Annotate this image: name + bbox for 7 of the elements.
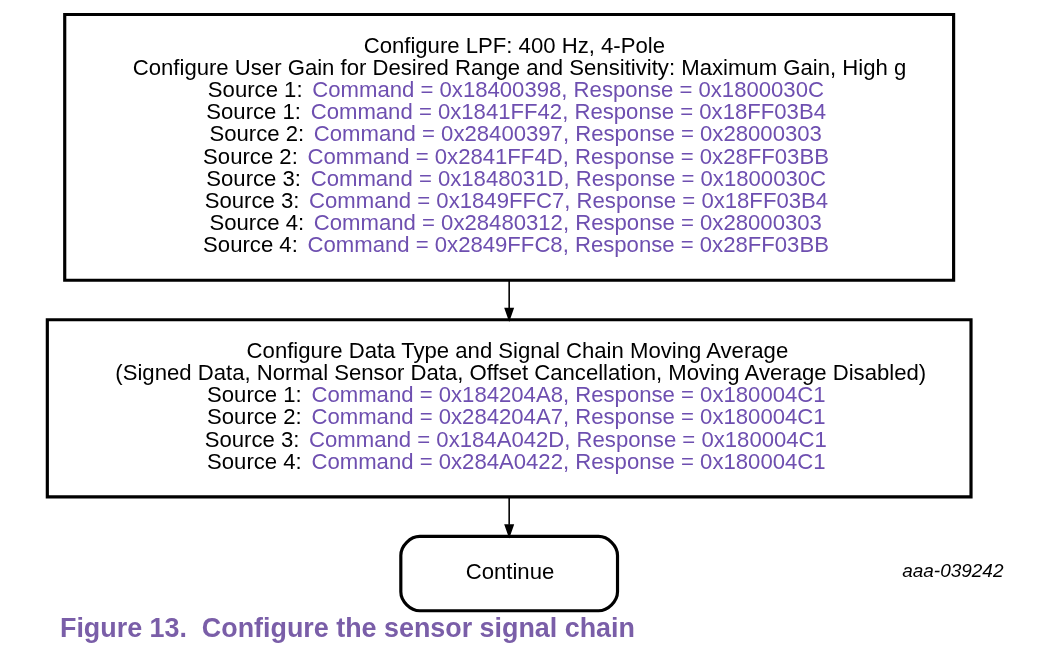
node-box: Configure Data Type and Signal Chain Moving Average (Signed Data, Normal Sensor Data, Offset Cancellation, Moving Average Disabled) Source 1: Command = 0x184204A8, Response = 0x180004C1 Source 2: Command = 0x284204A7, Response = 0x180004C1 Source 3: Command = 0x184A042D, Response = 0x180004C1 Source 4: Command = 0x284A0422, Response = 0x180004C1 [45,318,973,499]
node-box: Continue [398,534,619,613]
arrow [503,280,514,322]
caption: Figure 13. Configure the sensor signal chain [59,613,635,644]
label: aaa-039242 [901,559,1003,581]
node-box: Configure LPF: 400 Hz, 4-Pole Configure User Gain for Desired Range and Sensitivity: Maximum Gain, High g Source 1: Command = 0x18400398, Response = 0x1800030C Source 1: Command = 0x1841FF42, Response = 0x18FF03B4 Source 2: Command = 0x28400397, Response = 0x28000303 Source 2: Command = 0x2841FF4D, Response = 0x28FF03BB Source 3: Command = 0x1848031D, Response = 0x1800030C Source 3: Command = 0x1849FFC7, Response = 0x18FF03B4 Source 4: Command = 0x28480312, Response = 0x28000303 Source 4: Command = 0x2849FFC8, Response = 0x28FF03BB [62,12,955,282]
arrow [503,496,514,539]
